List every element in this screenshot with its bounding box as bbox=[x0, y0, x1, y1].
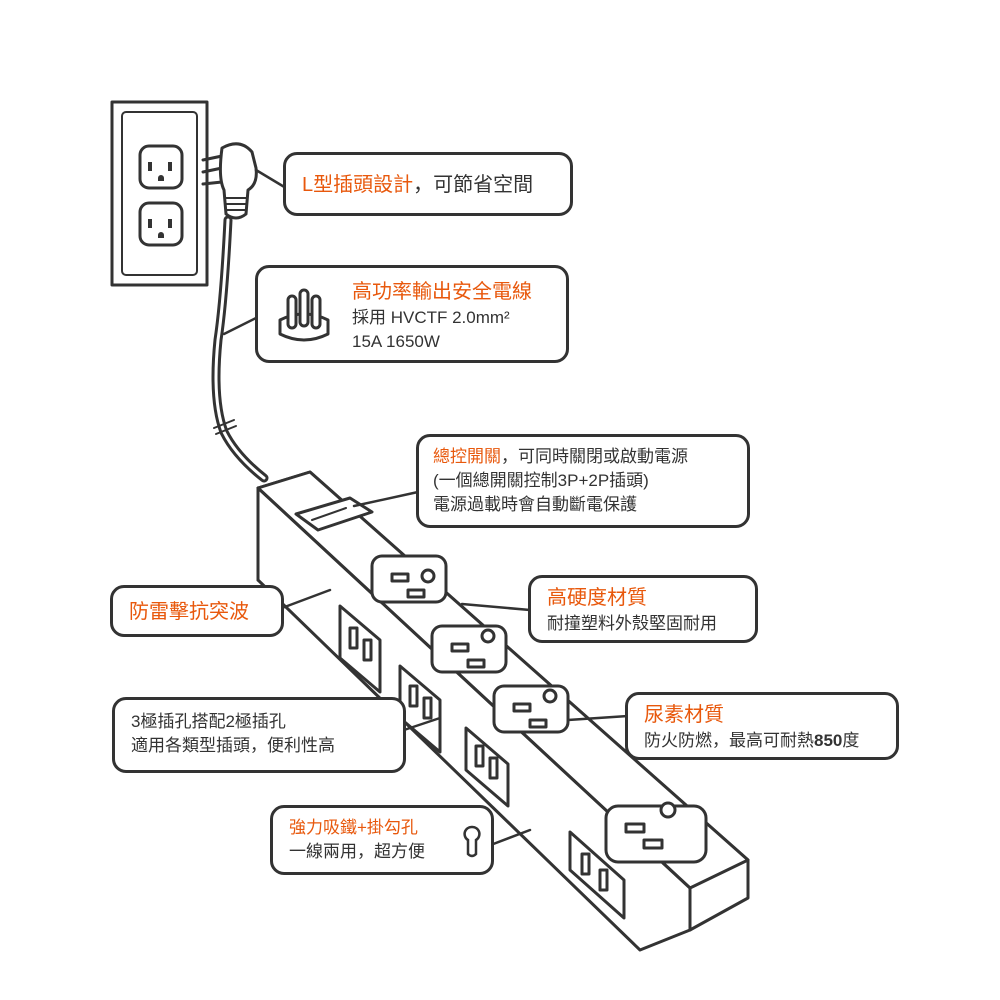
wall-outlet-plate bbox=[110, 100, 209, 287]
urea-title: 尿素材質 bbox=[644, 704, 724, 726]
socket-top-2 bbox=[430, 624, 508, 674]
sockets-line2: 適用各類型插頭，便利性高 bbox=[131, 736, 335, 755]
socket-top-3 bbox=[492, 684, 570, 734]
magnet-desc: 一線兩用，超方便 bbox=[289, 842, 425, 861]
callout-surge: 防雷擊抗突波 bbox=[110, 585, 284, 637]
socket-top-4 bbox=[604, 801, 708, 864]
l-plug-highlight: L型插頭設計 bbox=[302, 174, 414, 196]
socket-side-4 bbox=[568, 830, 626, 920]
leader-lines bbox=[222, 168, 630, 848]
urea-desc-a: 防火防燃，最高可耐熱 bbox=[644, 731, 814, 750]
callout-sockets: 3極插孔搭配2極插孔 適用各類型插頭，便利性高 bbox=[112, 697, 406, 773]
switch-line3: 電源過載時會自動斷電保護 bbox=[433, 495, 637, 514]
callout-hardness: 高硬度材質 耐撞塑料外殼堅固耐用 bbox=[528, 575, 758, 643]
surge-title: 防雷擊抗突波 bbox=[129, 601, 249, 623]
socket-side-1 bbox=[338, 604, 382, 694]
cable-title: 高功率輸出安全電線 bbox=[352, 281, 532, 303]
magnet-title: 強力吸鐵+掛勾孔 bbox=[289, 818, 418, 837]
cable-cross-section-icon bbox=[278, 288, 330, 342]
switch-line2: (一個總開關控制3P+2P插頭) bbox=[433, 471, 649, 490]
callout-master-switch: 總控開關，可同時關閉或啟動電源 (一個總開關控制3P+2P插頭) 電源過載時會自… bbox=[416, 434, 750, 528]
cable-spec: 採用 HVCTF 2.0mm² bbox=[352, 308, 510, 327]
callout-magnet: 強力吸鐵+掛勾孔 一線兩用，超方便 bbox=[270, 805, 494, 875]
l-plug-text: ，可節省空間 bbox=[413, 174, 534, 196]
urea-desc-c: 度 bbox=[842, 731, 860, 750]
keyhole-icon bbox=[463, 825, 481, 858]
callout-l-plug: L型插頭設計，可節省空間 bbox=[283, 152, 573, 216]
hardness-title: 高硬度材質 bbox=[547, 587, 647, 609]
socket-side-3 bbox=[464, 726, 510, 808]
hardness-desc: 耐撞塑料外殼堅固耐用 bbox=[547, 614, 717, 633]
socket-top-1 bbox=[370, 554, 448, 604]
callout-cable: 高功率輸出安全電線 採用 HVCTF 2.0mm² 15A 1650W bbox=[255, 265, 569, 363]
sockets-line1: 3極插孔搭配2極插孔 bbox=[131, 712, 286, 731]
switch-text: ，可同時關閉或啟動電源 bbox=[501, 447, 688, 466]
urea-temp: 850 bbox=[814, 731, 843, 750]
cable-rating: 15A 1650W bbox=[352, 332, 440, 351]
switch-highlight: 總控開關 bbox=[433, 447, 501, 466]
l-plug bbox=[201, 142, 269, 483]
callout-urea: 尿素材質 防火防燃，最高可耐熱850度 bbox=[625, 692, 899, 760]
